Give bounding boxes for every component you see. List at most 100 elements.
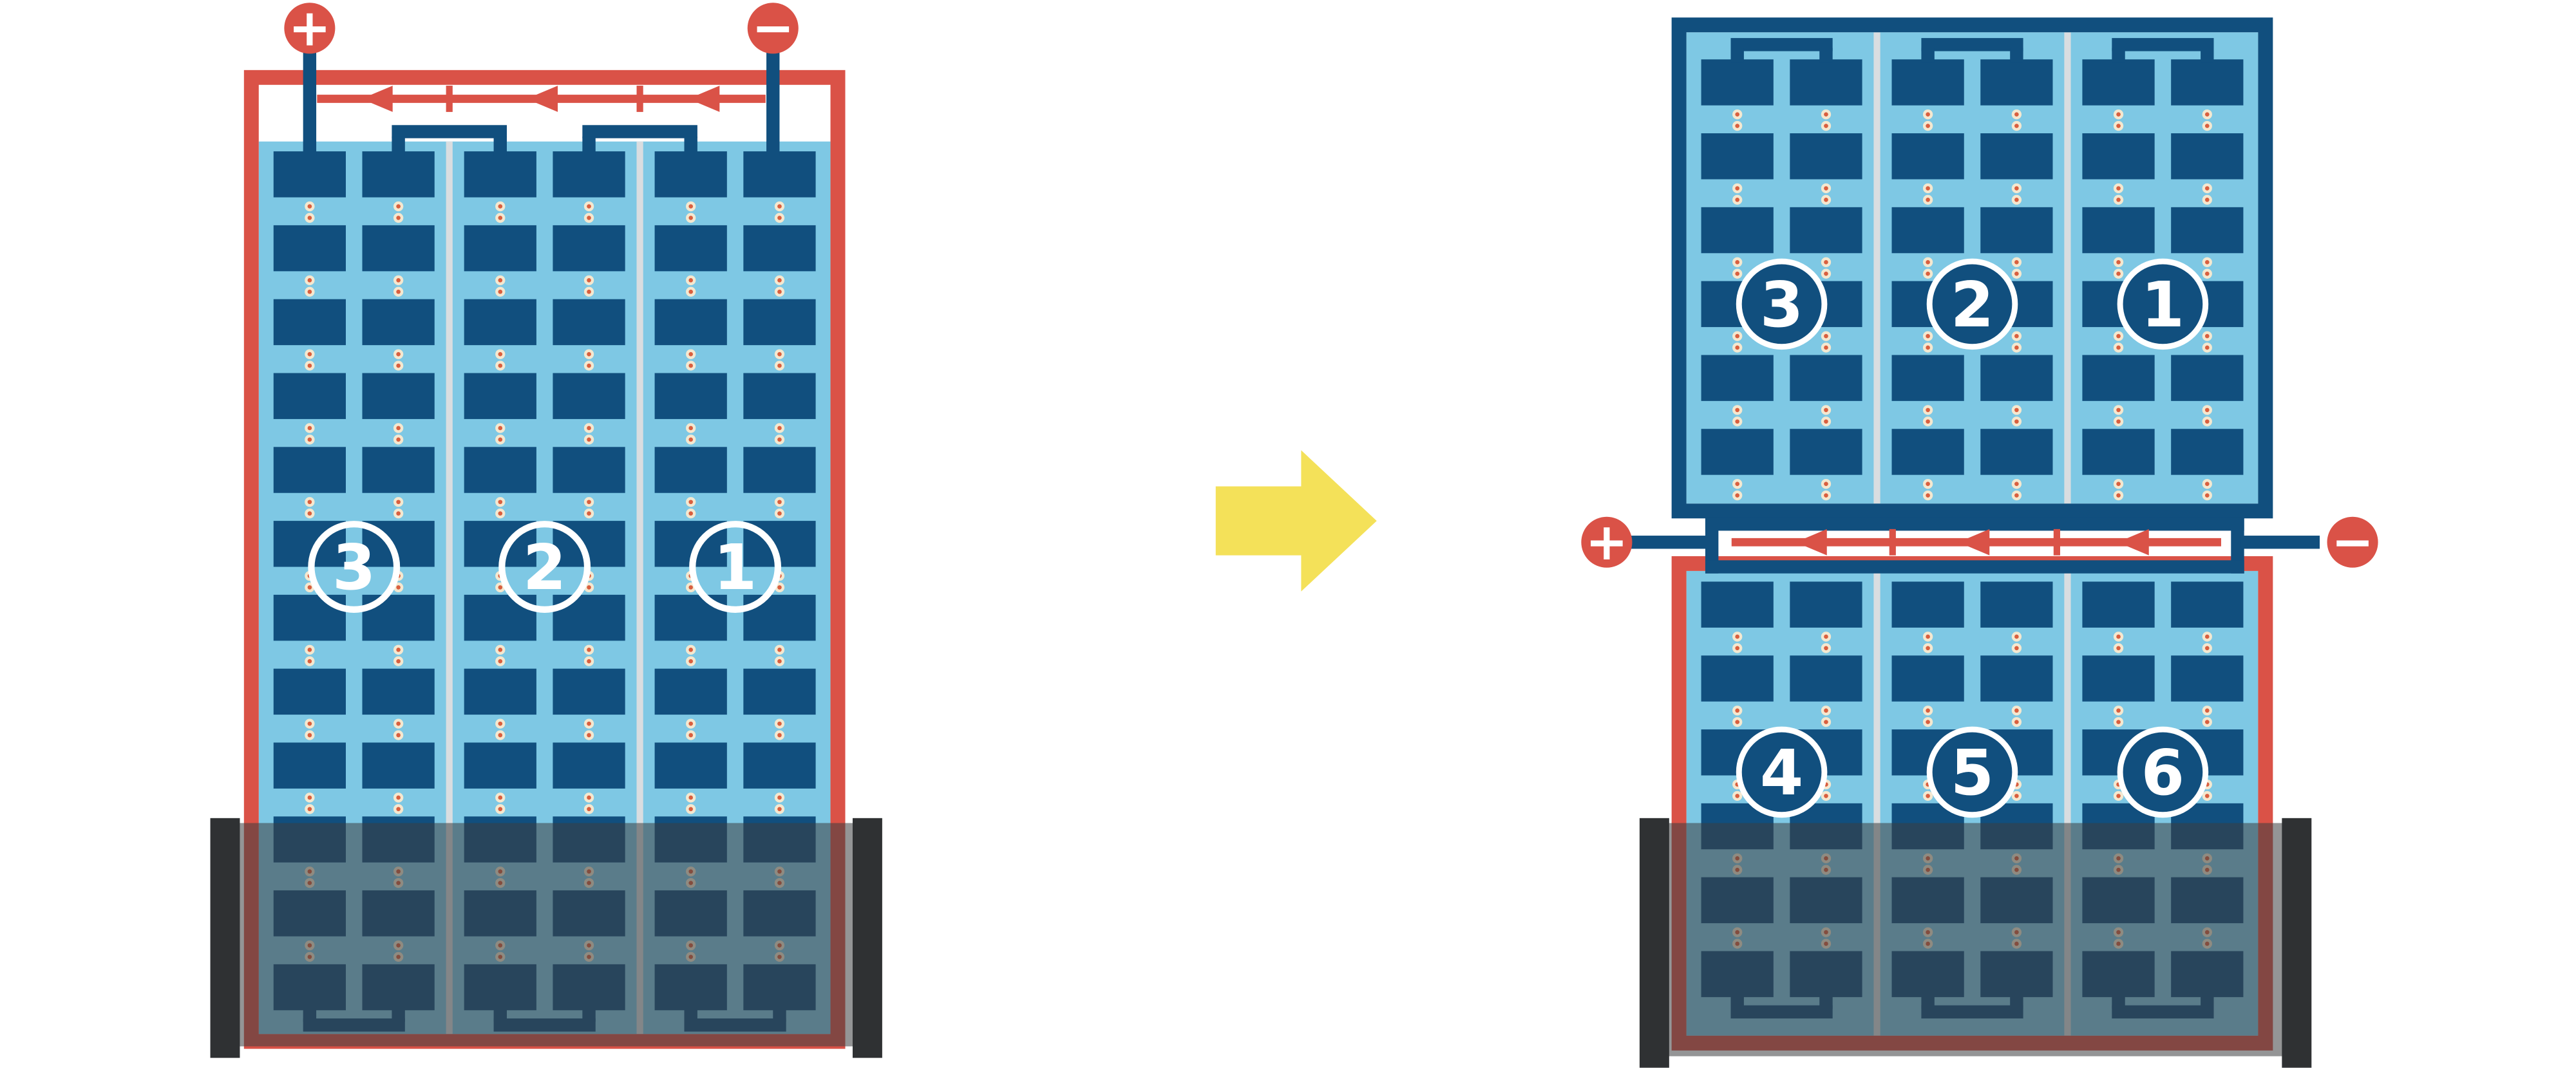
series-bridge-stub [684, 136, 697, 156]
bubble-dot-core [1735, 333, 1740, 339]
before-stack [210, 3, 882, 1058]
battery-plate [1891, 581, 1964, 628]
bubble-dot-core [396, 289, 401, 294]
battery-plate [273, 225, 346, 272]
bubble-dot-core [307, 426, 312, 431]
bubble-dot-core [2116, 271, 2121, 276]
bubble-dot-core [1926, 345, 1930, 350]
bubble-dot-core [688, 289, 694, 294]
battery-plate [553, 299, 625, 346]
plate-bridge [1921, 38, 2023, 52]
minus-terminal-icon [2327, 516, 2378, 568]
bubble-dot-core [396, 659, 401, 664]
bubble-dot-core [777, 278, 782, 283]
cell-number-disc [1926, 726, 2018, 818]
bubble-dot-core [307, 363, 312, 368]
bubble-dot-core [777, 733, 782, 738]
bubble-dot-core [498, 278, 503, 283]
battery-plate [362, 151, 435, 198]
plate-bridge-stub [2010, 48, 2023, 63]
labels-layer: + − 3 2 1 + − 3 2 1 4 5 6 [289, 0, 2374, 809]
bubble-dot-core [777, 807, 782, 812]
plate-bridge-stub [1921, 48, 1935, 63]
battery-plate [654, 299, 727, 346]
bubble-dot-core [2204, 186, 2210, 191]
bubble-dot-core [2014, 186, 2019, 191]
current-arrowhead [2117, 529, 2149, 556]
battery-plate [743, 742, 816, 789]
bubble-dot-core [688, 585, 694, 590]
before-positive-terminal-label: + [289, 0, 331, 58]
battery-plate [654, 668, 727, 715]
bubble-dot-core [2204, 419, 2210, 424]
upper-bus-bar [1705, 517, 2244, 531]
bubble-dot-core [1926, 720, 1930, 724]
wire-tick [1889, 529, 1896, 556]
bubble-dot-core [1735, 271, 1740, 276]
battery-plate [2171, 429, 2244, 475]
bubble-dot-core [2014, 345, 2019, 350]
battery-plate [2082, 429, 2155, 475]
bubble-dot-core [2014, 333, 2019, 339]
battery-plate [654, 742, 727, 789]
bubble-dot-core [1926, 646, 1930, 651]
bubble-dot-core [498, 721, 503, 726]
battery-plate [362, 668, 435, 715]
bubble-dot-core [2014, 634, 2019, 639]
plate-bridge-stub [1730, 48, 1744, 63]
bubble-dot-core [2116, 112, 2121, 117]
bubble-dot-core [1926, 186, 1930, 191]
bubble-dot-core [587, 795, 591, 800]
battery-plate [2082, 59, 2155, 106]
current-arrowhead [361, 86, 393, 112]
bubble-dot-core [396, 363, 401, 368]
cell-label: 2 [523, 531, 566, 604]
bubble-dot-core [587, 426, 591, 431]
bubble-dot-core [688, 363, 694, 368]
battery-plate [743, 668, 816, 715]
battery-plate [362, 447, 435, 493]
battery-plate [1701, 429, 1774, 475]
bubble-dot-core [307, 289, 312, 294]
bubble-dot-core [1926, 708, 1930, 713]
bubble-dot-core [688, 500, 694, 505]
bubble-dot-core [777, 795, 782, 800]
cell-number-ring [498, 521, 591, 613]
bubble-dot-core [396, 278, 401, 283]
bubble-dot-core [688, 511, 694, 516]
bubble-dot-core [396, 426, 401, 431]
battery-plate [1790, 581, 1862, 628]
bubble-dot-core [1926, 271, 1930, 276]
bath-overlay [215, 823, 879, 1047]
transform-arrow-group [1215, 450, 1377, 592]
battery-plate [2171, 355, 2244, 401]
bubble-dot-core [396, 204, 401, 209]
bubble-dot-core [1735, 259, 1740, 265]
bubble-dot-core [1824, 333, 1828, 339]
bubble-dot-core [1824, 271, 1828, 276]
bubble-dot-core [1735, 708, 1740, 713]
battery-plate [362, 299, 435, 346]
bubble-dot-core [498, 795, 503, 800]
battery-plate [1980, 59, 2053, 106]
bubble-dot-core [2116, 124, 2121, 128]
battery-plate [464, 225, 536, 272]
negative-terminal-stem [766, 51, 780, 156]
bubble-dot-core [2116, 419, 2121, 424]
plate-bridge-stub [2201, 48, 2214, 63]
bubble-dot-core [1926, 493, 1930, 498]
battery-plate [362, 225, 435, 272]
battery-plate [553, 742, 625, 789]
bubble-dot-core [2014, 493, 2019, 498]
bubble-dot-core [2116, 794, 2121, 798]
current-arrowhead [688, 86, 720, 112]
battery-plate [1790, 133, 1862, 180]
bubble-dot-core [396, 585, 401, 590]
column-divider [1873, 32, 1880, 504]
bubble-dot-core [498, 204, 503, 209]
battery-plate [1891, 207, 1964, 254]
battery-plate [273, 668, 346, 715]
battery-plate [2082, 355, 2155, 401]
cell-label: 3 [1760, 268, 1803, 341]
bubble-dot-core [2014, 708, 2019, 713]
